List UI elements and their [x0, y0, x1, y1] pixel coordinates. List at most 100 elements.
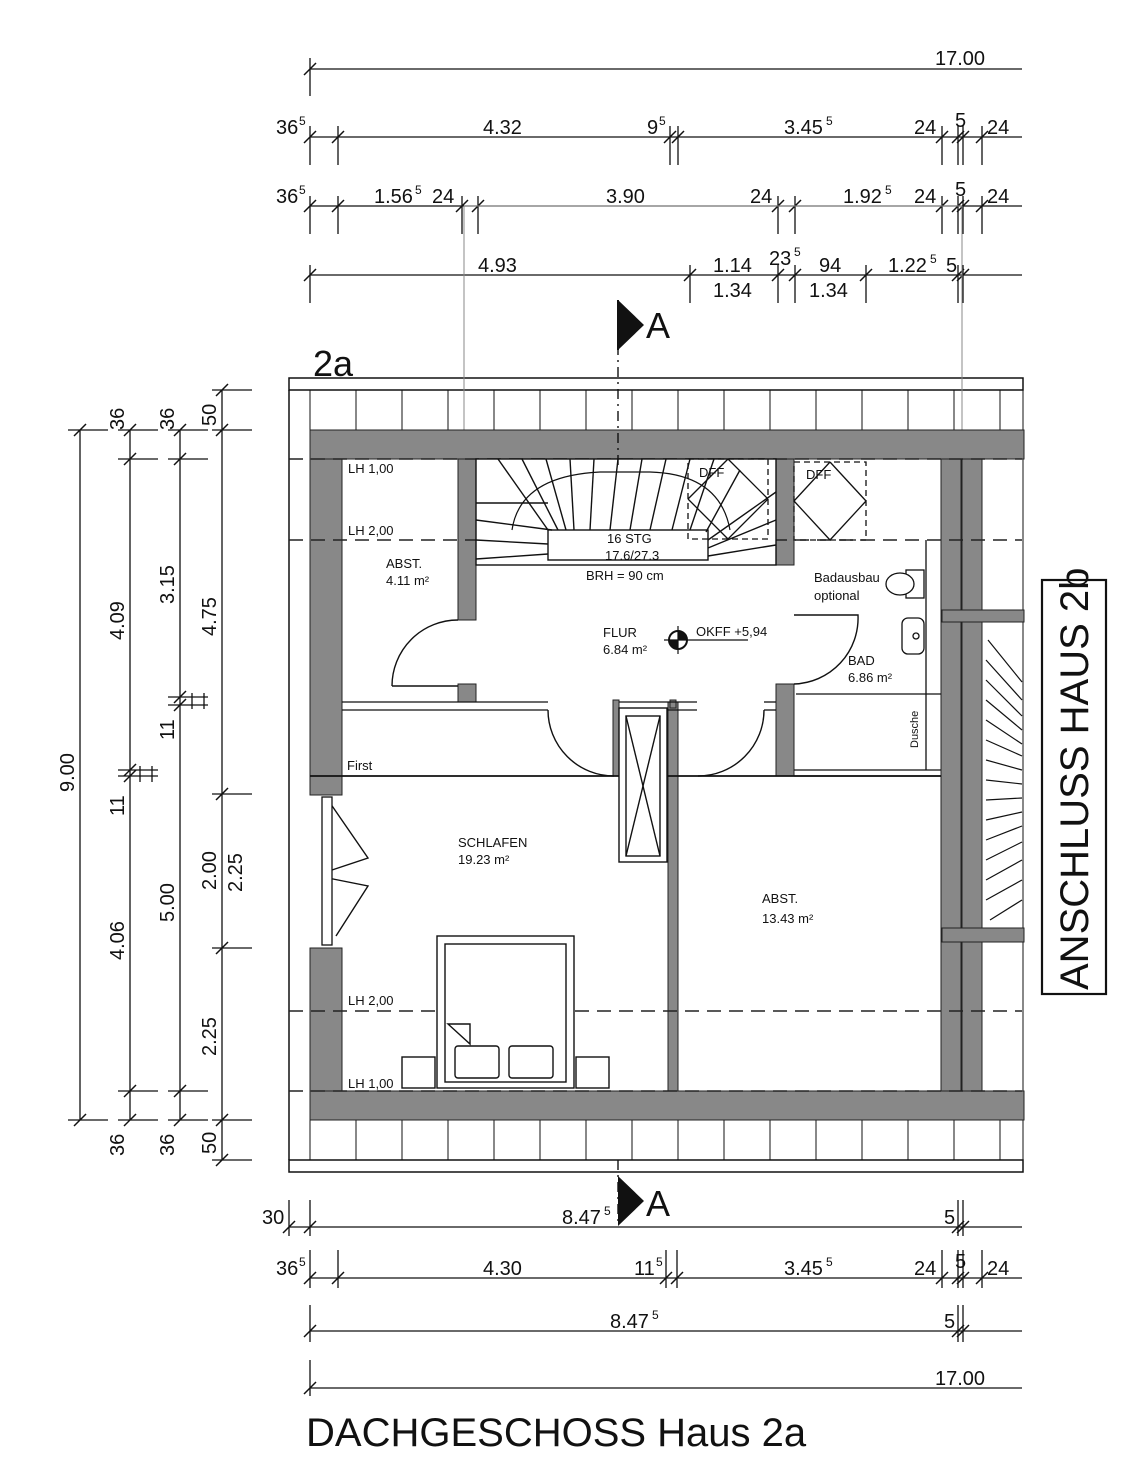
- bed: [401, 935, 610, 1089]
- room-name: BAD: [848, 653, 875, 668]
- svg-text:5: 5: [299, 1255, 306, 1269]
- svg-text:5: 5: [826, 1255, 833, 1269]
- room-name: ABST.: [386, 556, 422, 571]
- headroom-lines: [289, 458, 1022, 1092]
- dim-label: 5: [955, 110, 966, 132]
- dff-label: DFF: [806, 467, 831, 482]
- dim-label: 11: [107, 795, 129, 816]
- svg-text:5: 5: [604, 1204, 611, 1218]
- lh-label: LH 2,00: [348, 523, 394, 538]
- dim-label: 36: [157, 408, 179, 430]
- wardrobe: [321, 796, 333, 946]
- first-label: First: [347, 758, 373, 773]
- bath-note: optional: [814, 588, 860, 603]
- lh-label: LH 2,00: [348, 993, 394, 1008]
- dim-label: 4.30: [483, 1258, 522, 1280]
- dim-label: 36: [276, 1258, 298, 1280]
- dim-label: 5.00: [157, 883, 179, 922]
- dim-label: 24: [914, 186, 936, 208]
- dim-top-total: 17.00: [935, 48, 985, 70]
- projection-lines: [463, 205, 963, 460]
- dim-label: 4.32: [483, 117, 522, 139]
- okff-label: OKFF +5,94: [696, 624, 767, 639]
- room-labels: ABST. 4.11 m² FLUR 6.84 m² BAD 6.86 m² S…: [386, 556, 893, 926]
- dim-label: 50: [199, 404, 221, 426]
- room-area: 13.43 m²: [762, 911, 814, 926]
- stair-brh: BRH = 90 cm: [586, 568, 664, 583]
- shower-label: Dusche: [909, 711, 921, 748]
- dim-label: 1.92: [843, 186, 882, 208]
- dim-label: 1.34: [713, 280, 752, 302]
- dim-label: 4.75: [199, 597, 221, 636]
- room-area: 4.11 m²: [386, 573, 430, 588]
- chimney: [618, 707, 668, 863]
- stair-ratio: 17.6/27.3: [605, 548, 659, 563]
- svg-text:5: 5: [885, 183, 892, 197]
- dim-label: 1.14: [713, 255, 752, 277]
- roof-rafters: [309, 390, 1001, 1160]
- dim-label: 36: [276, 186, 298, 208]
- level-marker: [664, 626, 748, 654]
- svg-text:5: 5: [659, 114, 666, 128]
- bathroom-fixtures: [885, 569, 925, 655]
- room-name: FLUR: [603, 625, 637, 640]
- svg-text:5: 5: [299, 114, 306, 128]
- svg-text:5: 5: [794, 245, 801, 259]
- dim-label: 5: [944, 1207, 955, 1229]
- adjacent-house-label: ANSCHLUSS HAUS 2b: [1053, 568, 1097, 990]
- left-dimension-labels: 9.00 4.09 11 4.06 36 36 3.15 11 5.00 36 …: [57, 404, 247, 1156]
- dim-label: 1.22: [888, 255, 927, 277]
- house-label: 2a: [313, 343, 354, 384]
- stair-labels: 16 STG 17.6/27.3 BRH = 90 cm: [586, 531, 664, 583]
- stair-steps: 16 STG: [607, 531, 652, 546]
- dim-label: 24: [432, 186, 454, 208]
- dim-label: 9: [647, 117, 658, 139]
- headroom-labels: LH 1,00 LH 2,00 LH 2,00 LH 1,00 First: [347, 461, 394, 1091]
- dim-label: 9.00: [57, 753, 79, 792]
- dim-bottom-total: 17.00: [935, 1368, 985, 1390]
- dim-label: 3.45: [784, 117, 823, 139]
- svg-text:5: 5: [930, 252, 937, 266]
- dim-label: 4.93: [478, 255, 517, 277]
- dim-label: 36: [107, 1134, 129, 1156]
- walls: [309, 429, 1025, 1121]
- section-marker-bottom: A: [618, 1176, 670, 1226]
- dim-label: 24: [987, 1258, 1009, 1280]
- room-area: 6.86 m²: [848, 670, 893, 685]
- dim-label: 8.47: [562, 1207, 601, 1229]
- staircase: [475, 458, 777, 566]
- bath-note: Badausbau: [814, 570, 880, 585]
- dim-label: 3.45: [784, 1258, 823, 1280]
- left-dimensions: [68, 383, 252, 1167]
- dff-label: DFF: [699, 465, 724, 480]
- dim-label: 1.56: [374, 186, 413, 208]
- dim-label: 24: [987, 186, 1009, 208]
- room-area: 6.84 m²: [603, 642, 648, 657]
- dim-label: 24: [914, 1258, 936, 1280]
- dim-label: 1.34: [809, 280, 848, 302]
- roof-outline: [288, 377, 1024, 1173]
- doors: [327, 614, 859, 937]
- room-area: 19.23 m²: [458, 852, 510, 867]
- section-label: A: [646, 1183, 670, 1224]
- dim-label: 30: [262, 1207, 284, 1229]
- dim-label: 36: [157, 1134, 179, 1156]
- dim-label: 2.25: [225, 853, 247, 892]
- dim-label: 5: [944, 1311, 955, 1333]
- page-title: DACHGESCHOSS Haus 2a: [306, 1411, 807, 1455]
- dim-label: 36: [107, 408, 129, 430]
- dim-label: 4.09: [107, 601, 129, 640]
- dim-label: 2.00: [199, 851, 221, 890]
- dim-label: 36: [276, 117, 298, 139]
- lh-label: LH 1,00: [348, 1076, 394, 1091]
- room-name: ABST.: [762, 891, 798, 906]
- dim-label: 24: [750, 186, 772, 208]
- dim-label: 2.25: [199, 1017, 221, 1056]
- dim-label: 23: [769, 248, 791, 270]
- dim-label: 24: [914, 117, 936, 139]
- dim-label: 5: [955, 1251, 966, 1273]
- svg-text:5: 5: [826, 114, 833, 128]
- adjacent-stair: [985, 639, 1023, 921]
- lh-label: LH 1,00: [348, 461, 394, 476]
